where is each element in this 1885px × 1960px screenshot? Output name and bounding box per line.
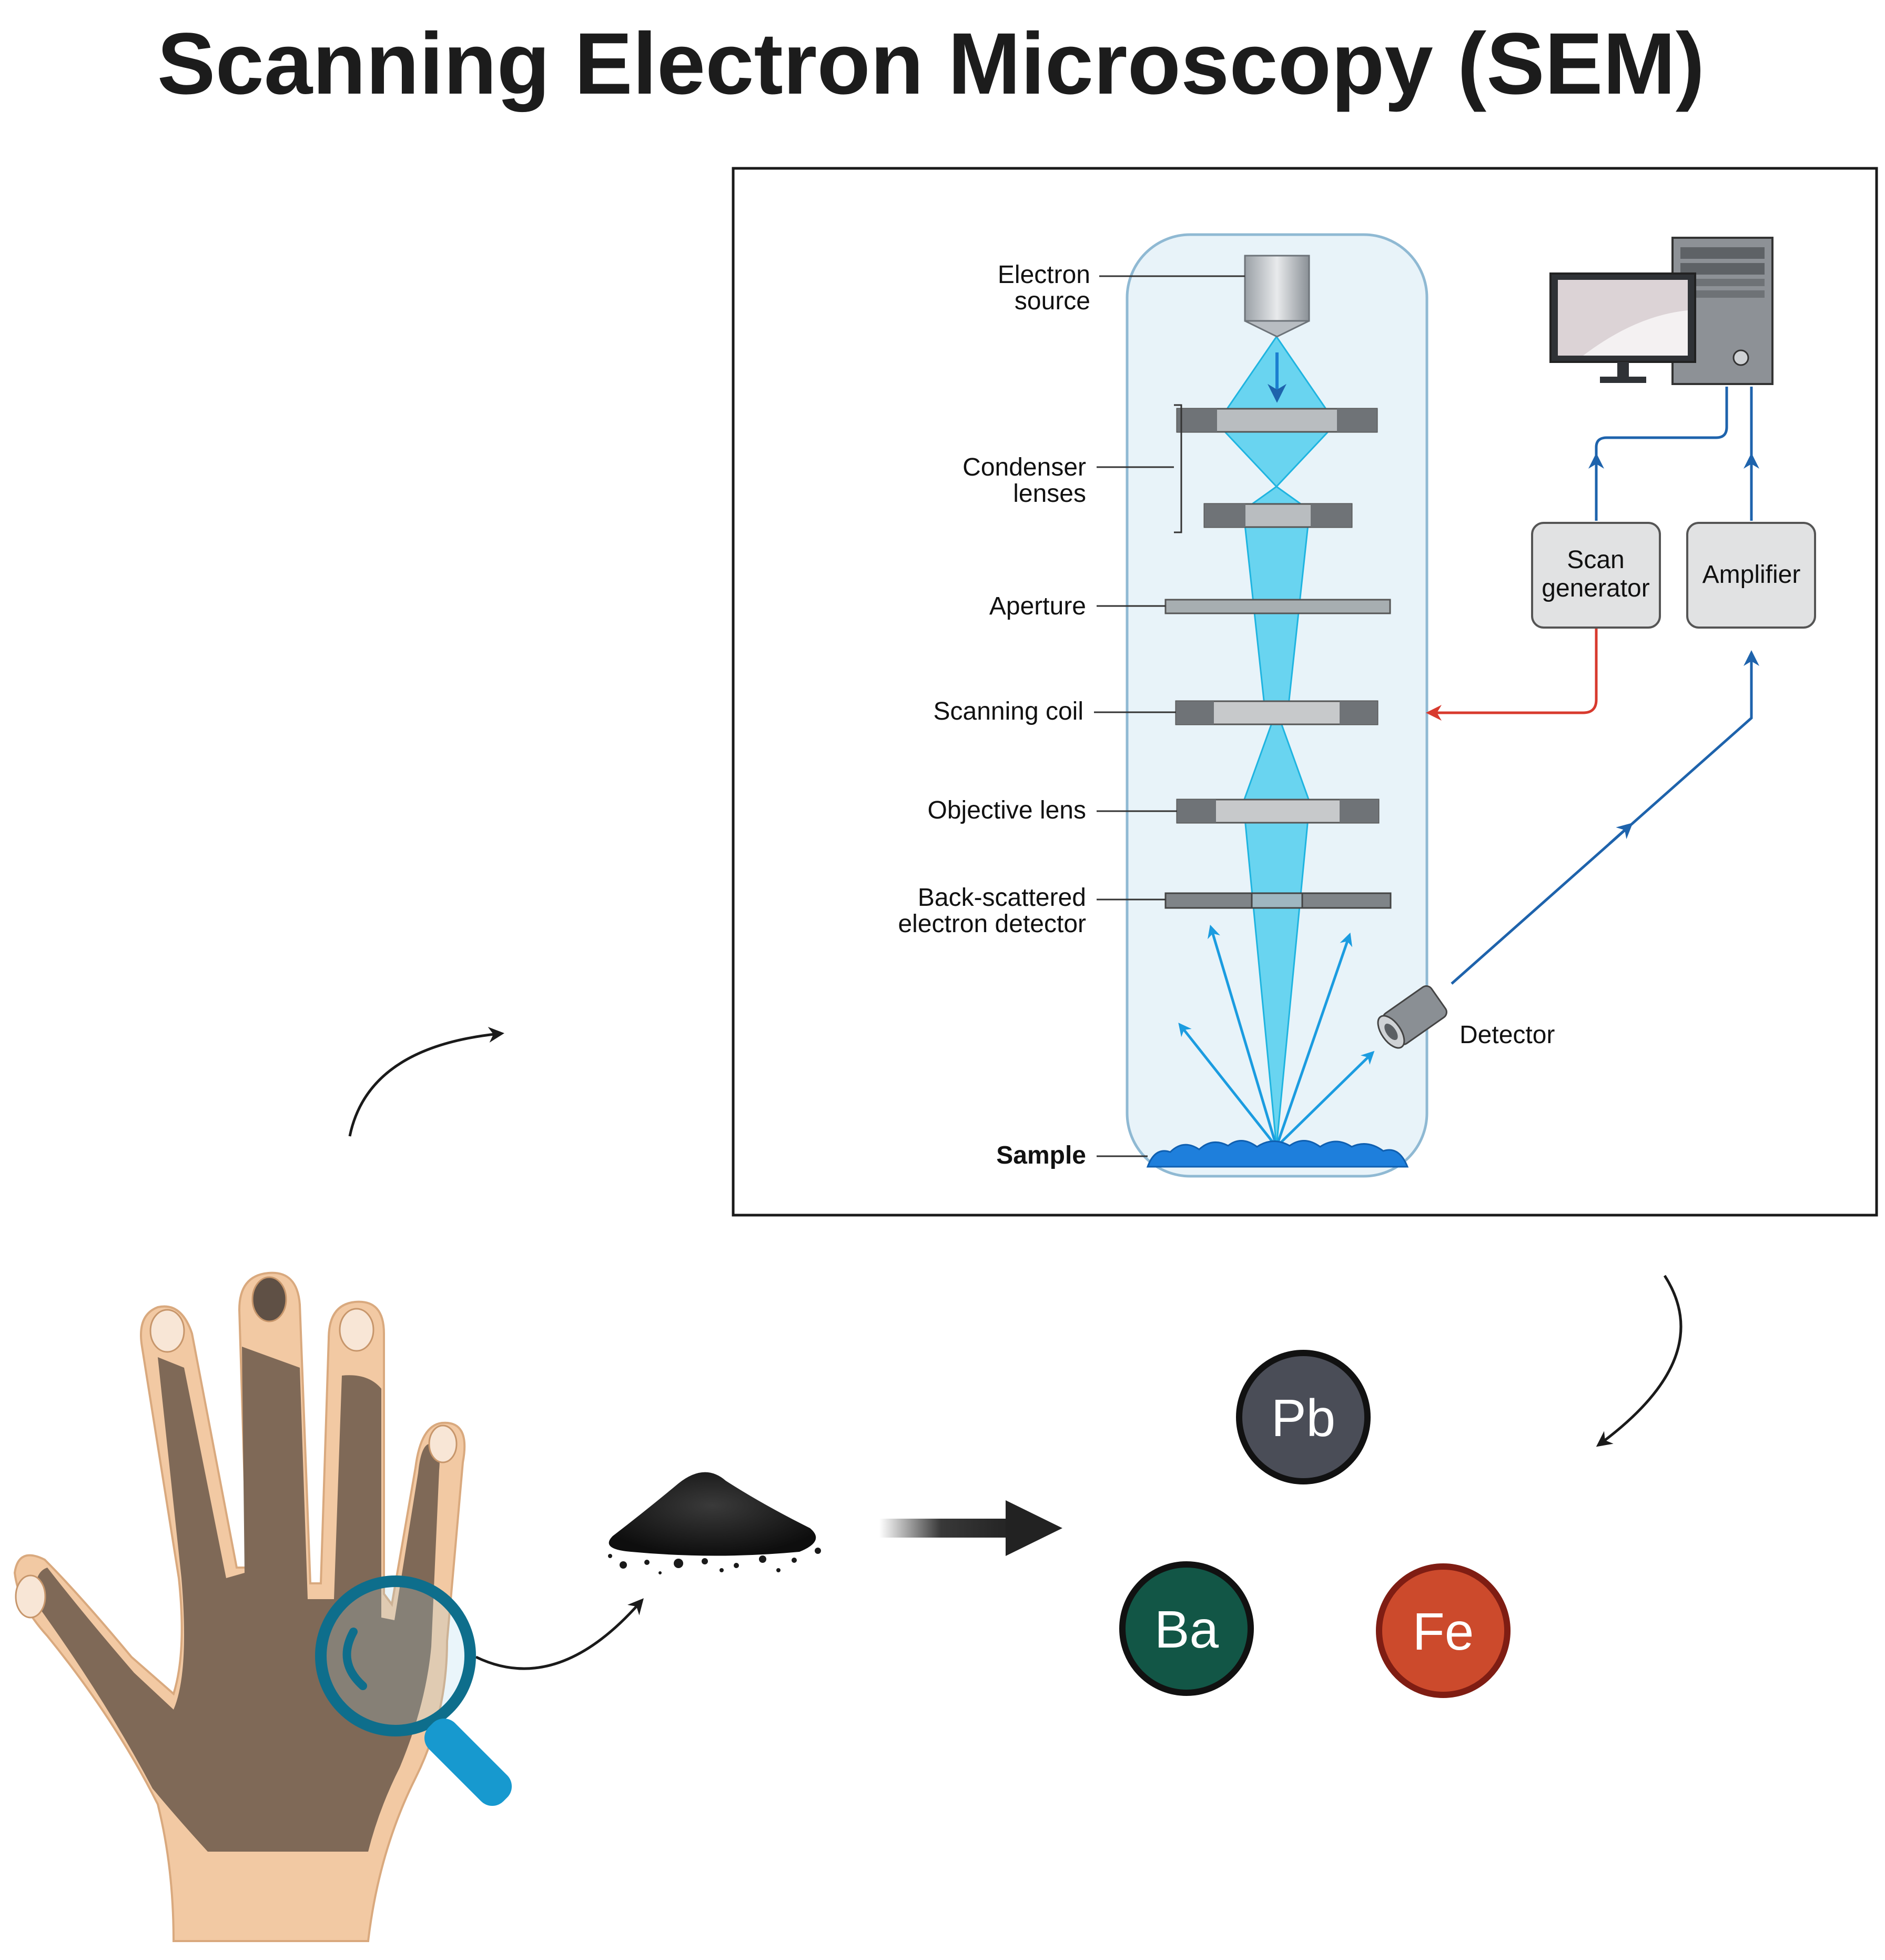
element-pb: Pb <box>1236 1350 1371 1484</box>
fingernails <box>15 1276 458 1619</box>
sample-specimen <box>1146 1140 1409 1168</box>
electron-source-label-1: Electron <box>998 261 1090 289</box>
condenser-label-2: lenses <box>1013 480 1086 508</box>
element-fe: Fe <box>1376 1563 1511 1698</box>
analysis-arrow <box>879 1500 1062 1556</box>
flow-arrow-to-elements <box>1596 1275 1683 1447</box>
backscatter-label-1: Back-scattered <box>918 884 1086 912</box>
scan-to-coil-line <box>1426 629 1598 721</box>
aperture-label: Aperture <box>989 592 1086 620</box>
gunshot-residue-region <box>35 1347 440 1852</box>
objective-lens <box>1176 799 1380 824</box>
detector-label: Detector <box>1460 1021 1555 1049</box>
sample-label: Sample <box>996 1141 1086 1169</box>
detector-to-amplifier-line <box>1451 650 1759 985</box>
amplifier-box: Amplifier <box>1686 522 1816 629</box>
electron-gun <box>1244 255 1310 338</box>
backscatter-detector-plate <box>1164 892 1392 909</box>
scan-generator-label-line1: Scan <box>1567 546 1624 574</box>
scanning-coil <box>1175 700 1379 725</box>
sem-schematic-panel: Scan generator Amplifier Electron source… <box>732 167 1878 1217</box>
scanning-coil-label: Scanning coil <box>933 698 1083 725</box>
element-pb-symbol: Pb <box>1271 1389 1335 1448</box>
component-labels: Electron source Condenser lenses Apertur… <box>898 261 1555 1169</box>
element-fe-symbol: Fe <box>1413 1602 1474 1661</box>
scan-to-monitor-line <box>1595 387 1728 463</box>
page-title: Scanning Electron Microscopy (SEM) <box>157 15 1705 113</box>
amplifier-label: Amplifier <box>1702 561 1801 589</box>
signal-midpoint-arrow <box>1608 822 1633 845</box>
residue-powder-pile <box>608 1472 821 1574</box>
scan-generator-box: Scan generator <box>1531 522 1661 629</box>
scattered-electrons <box>1178 924 1375 1148</box>
condenser-label-1: Condenser <box>962 453 1086 481</box>
label-leader-lines <box>1094 275 1245 1157</box>
electron-source-label-2: source <box>1015 287 1090 315</box>
scan-generator-label-line2: generator <box>1542 574 1649 602</box>
magnifying-glass-icon <box>315 1575 512 1806</box>
condenser-lens-2 <box>1203 503 1353 528</box>
secondary-detector <box>1377 985 1447 1049</box>
element-ba: Ba <box>1119 1561 1254 1696</box>
flow-arrow-to-residue <box>475 1598 644 1670</box>
condenser-lens-1 <box>1176 408 1378 433</box>
backscatter-label-2: electron detector <box>898 910 1086 938</box>
hand-illustration <box>13 1271 512 1942</box>
aperture-plate <box>1164 599 1391 614</box>
flow-arrow-to-sem <box>348 1027 504 1137</box>
element-ba-symbol: Ba <box>1154 1600 1219 1659</box>
condenser-bracket <box>1174 404 1182 533</box>
computer-icon <box>1549 237 1773 385</box>
objective-lens-label: Objective lens <box>928 796 1086 824</box>
